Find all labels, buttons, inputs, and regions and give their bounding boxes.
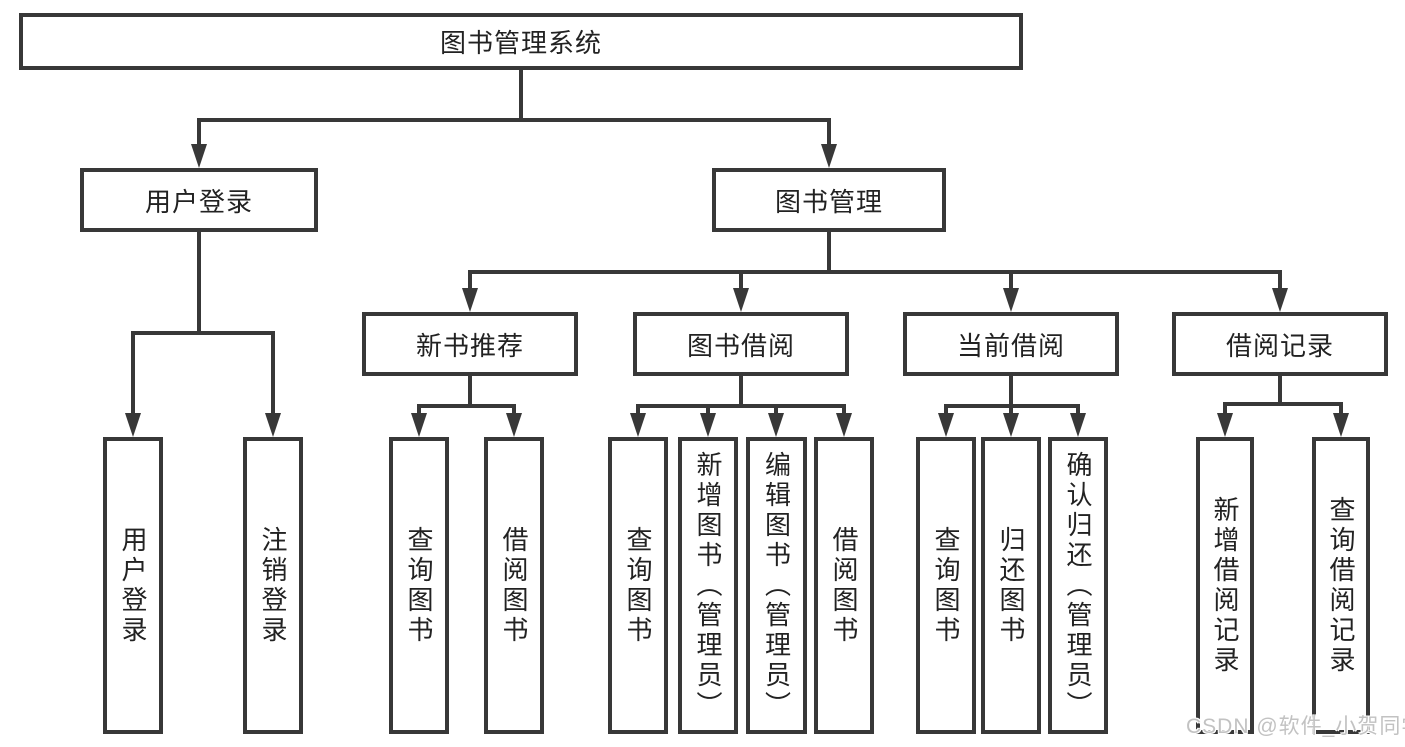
leaf-logout-login-label: 注销登录 <box>258 525 288 646</box>
node-user-login: 用户登录 <box>80 168 318 232</box>
node-borrowing-records-label: 借阅记录 <box>1225 330 1334 361</box>
node-book-borrowing: 图书借阅 <box>633 312 849 376</box>
leaf-borrow-query-books-label: 查询图书 <box>623 525 653 646</box>
leaf-records-query-record-label: 查询借阅记录 <box>1326 495 1356 676</box>
leaf-current-confirm-return-admin-label: 确认归还（管理员） <box>1063 450 1093 721</box>
watermark: CSDN @软件_小贺同学 <box>1186 715 1405 738</box>
node-new-book-recommendation: 新书推荐 <box>362 312 578 376</box>
leaf-current-confirm-return-admin: 确认归还（管理员） <box>1048 437 1108 734</box>
leaf-borrow-add-books-admin: 新增图书（管理员） <box>678 437 738 734</box>
leaf-records-add-record: 新增借阅记录 <box>1196 437 1254 734</box>
leaf-borrow-query-books: 查询图书 <box>608 437 668 734</box>
leaf-logout-login: 注销登录 <box>243 437 303 734</box>
leaf-current-query-books: 查询图书 <box>916 437 976 734</box>
leaf-newbook-borrow-books-label: 借阅图书 <box>499 525 529 646</box>
node-new-book-recommendation-label: 新书推荐 <box>415 330 524 361</box>
node-current-borrowing: 当前借阅 <box>903 312 1119 376</box>
leaf-current-return-books-label: 归还图书 <box>996 525 1026 646</box>
node-current-borrowing-label: 当前借阅 <box>956 330 1065 361</box>
node-borrowing-records: 借阅记录 <box>1172 312 1388 376</box>
leaf-user-login: 用户登录 <box>103 437 163 734</box>
leaf-borrow-edit-books-admin: 编辑图书（管理员） <box>746 437 807 734</box>
leaf-borrow-borrow-books: 借阅图书 <box>814 437 874 734</box>
node-book-management-label: 图书管理 <box>774 186 883 217</box>
node-user-login-label: 用户登录 <box>144 186 253 217</box>
node-library-system: 图书管理系统 <box>19 13 1023 70</box>
leaf-current-return-books: 归还图书 <box>981 437 1041 734</box>
node-book-management: 图书管理 <box>712 168 946 232</box>
leaf-borrow-borrow-books-label: 借阅图书 <box>829 525 859 646</box>
leaf-borrow-edit-books-admin-label: 编辑图书（管理员） <box>761 450 792 721</box>
leaf-records-add-record-label: 新增借阅记录 <box>1210 495 1240 676</box>
leaf-current-query-books-label: 查询图书 <box>931 525 961 646</box>
leaf-newbook-query-books-label: 查询图书 <box>404 525 434 646</box>
leaf-newbook-query-books: 查询图书 <box>389 437 449 734</box>
leaf-user-login-label: 用户登录 <box>118 525 148 646</box>
node-library-system-label: 图书管理系统 <box>439 28 602 58</box>
leaf-records-query-record: 查询借阅记录 <box>1312 437 1370 734</box>
leaf-borrow-add-books-admin-label: 新增图书（管理员） <box>693 450 723 721</box>
node-book-borrowing-label: 图书借阅 <box>686 330 795 361</box>
leaf-newbook-borrow-books: 借阅图书 <box>484 437 544 734</box>
